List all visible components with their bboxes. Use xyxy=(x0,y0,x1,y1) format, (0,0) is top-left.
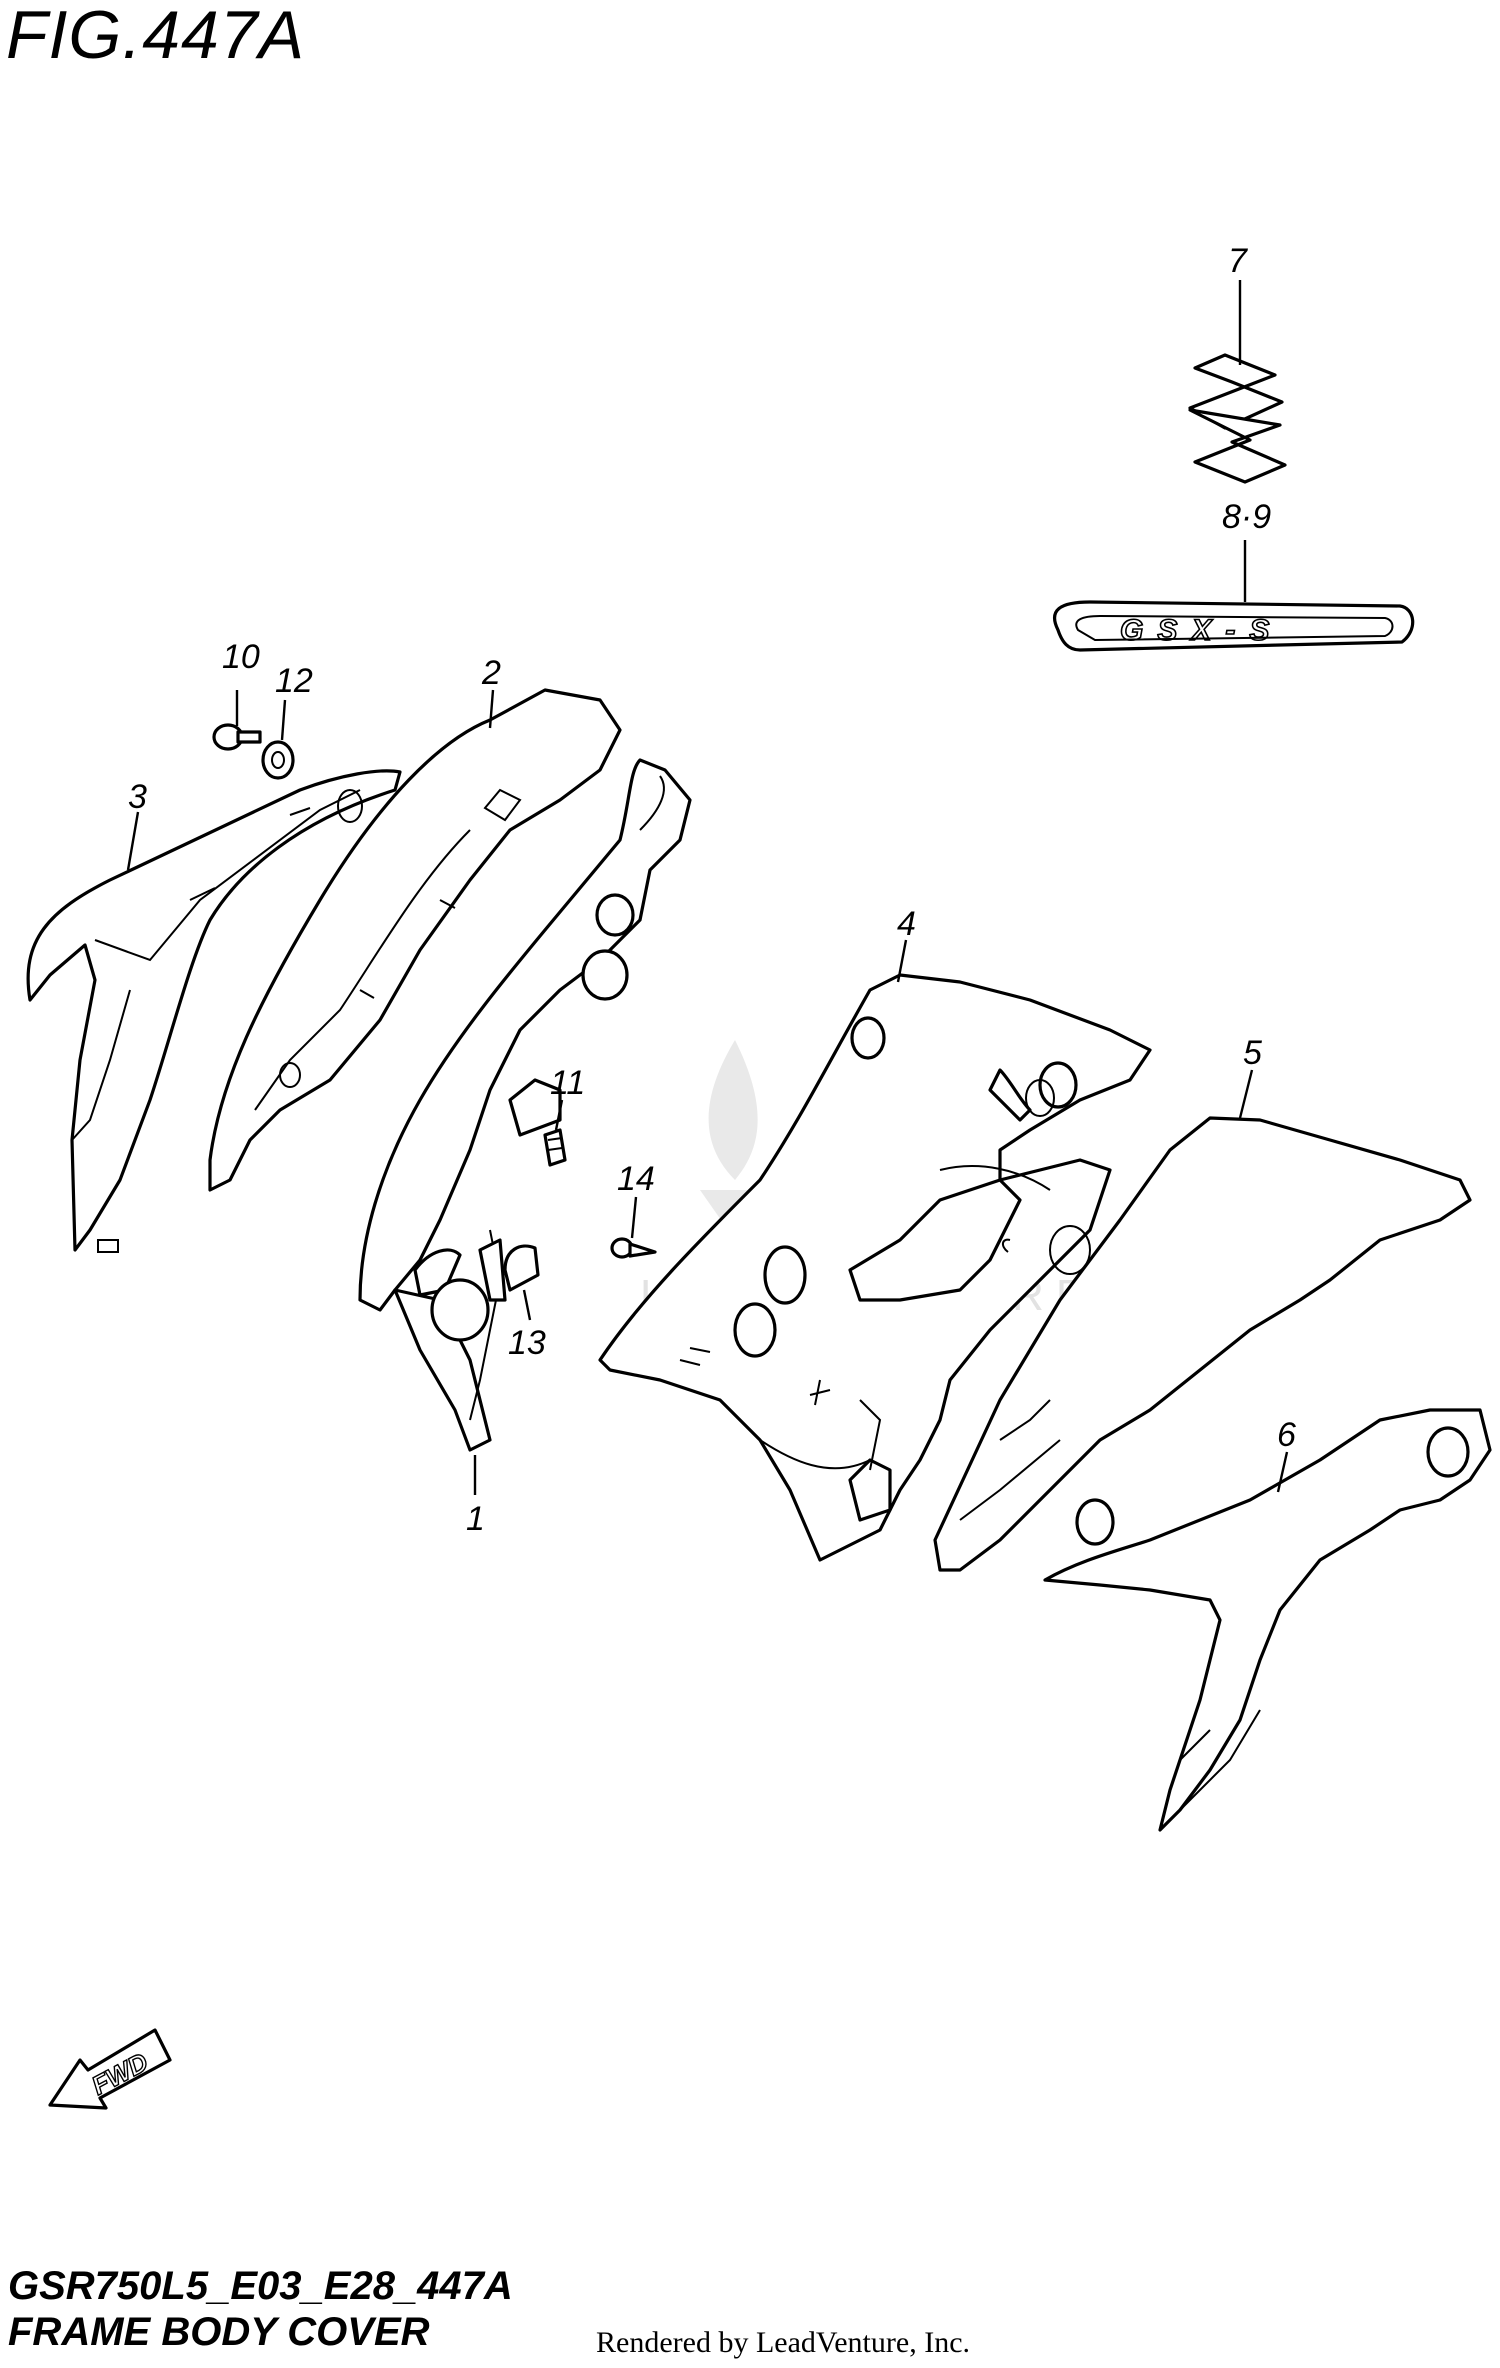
callout-12: 12 xyxy=(275,662,313,700)
part-8-9-gsxs-emblem[interactable]: GSX-S xyxy=(1052,600,1415,652)
part-1-front-cover[interactable] xyxy=(358,758,692,1452)
part-2-side-cover[interactable] xyxy=(208,688,622,1192)
part-14-screw[interactable] xyxy=(610,1237,657,1259)
part-11-clip[interactable] xyxy=(543,1128,567,1167)
callout-2: 2 xyxy=(481,654,501,692)
part-6-rear-lower-cover[interactable] xyxy=(1043,1408,1492,1832)
leader-lines xyxy=(126,280,1289,1495)
part-3-rear-cover[interactable] xyxy=(26,769,402,1253)
part-7-suzuki-emblem[interactable] xyxy=(1188,353,1287,484)
part-5-lower-cover[interactable] xyxy=(933,1116,1472,1572)
part-10-bolt[interactable] xyxy=(212,723,262,751)
callout-6: 6 xyxy=(1277,1416,1296,1454)
callout-13: 13 xyxy=(508,1324,546,1362)
callout-10: 10 xyxy=(222,638,260,676)
callout-1: 1 xyxy=(466,1500,485,1538)
callout-4: 4 xyxy=(897,905,916,943)
gsxs-emblem-text: GSX-S xyxy=(1120,614,1283,647)
callout-7: 7 xyxy=(1228,242,1248,280)
fwd-arrow: FWD xyxy=(48,2028,172,2110)
part-13-cushion[interactable] xyxy=(503,1244,540,1292)
callout-8-9: 8·9 xyxy=(1222,498,1271,536)
figure-title: FIG.447A xyxy=(6,0,306,73)
callout-5: 5 xyxy=(1243,1034,1262,1072)
figure-name: FRAME BODY COVER xyxy=(8,2310,430,2354)
part-4-inner-cover[interactable] xyxy=(598,973,1152,1562)
callout-14: 14 xyxy=(617,1160,655,1198)
callout-11: 11 xyxy=(550,1064,585,1102)
part-12-grommet[interactable] xyxy=(261,740,295,780)
rendered-by: Rendered by LeadVenture, Inc. xyxy=(596,2326,971,2359)
callouts: 7 8·9 10 12 3 2 4 5 6 11 13 1 14 xyxy=(128,242,1296,1538)
callout-3: 3 xyxy=(128,778,147,816)
model-code: GSR750L5_E03_E28_447A xyxy=(8,2264,513,2308)
